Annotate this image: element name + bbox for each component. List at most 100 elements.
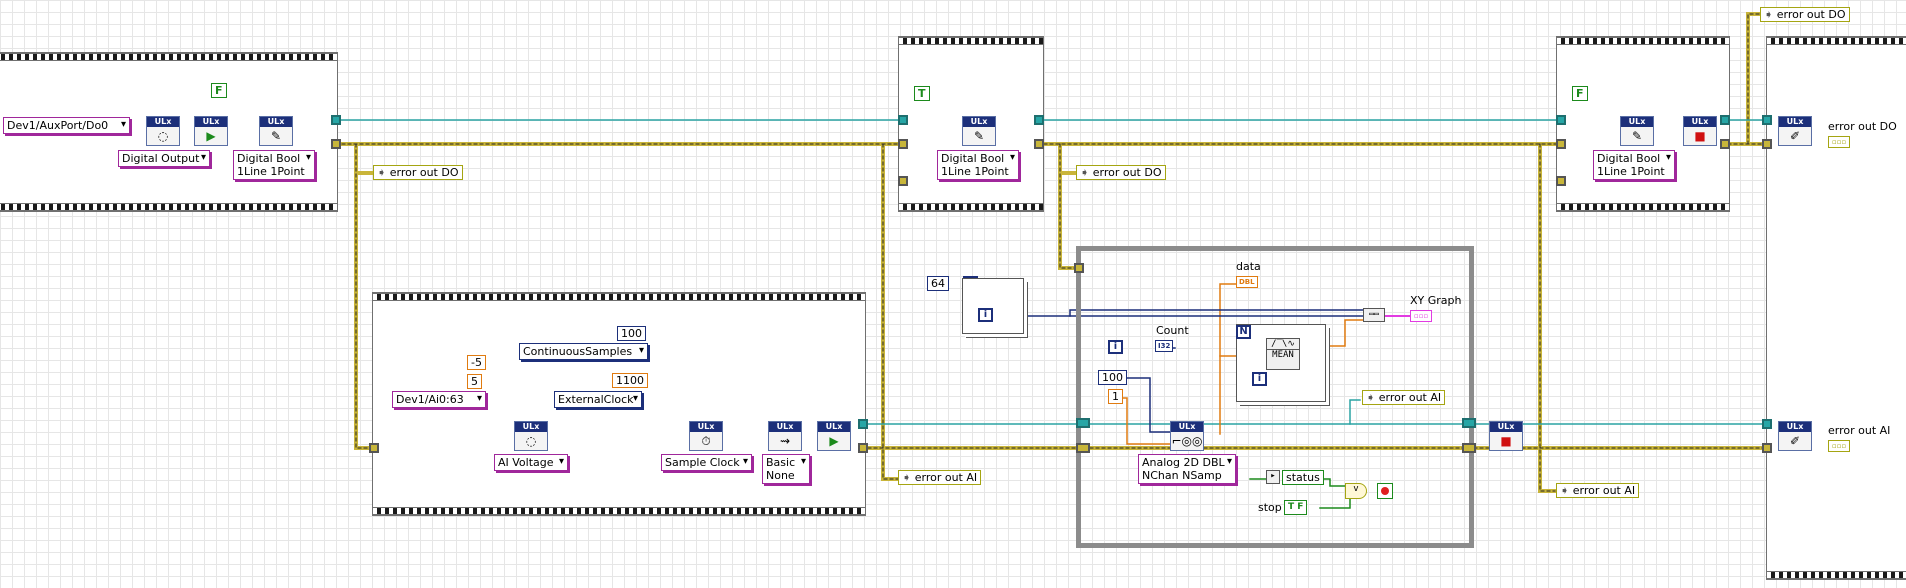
daqmx-write-node-1[interactable]: ULx✎ [259,116,293,146]
frame4-error-tunnel-top [1762,139,1772,149]
while-loop-task-shift-left [1076,418,1090,428]
frame-film-top [1557,37,1729,45]
frame-film-bottom [373,507,865,515]
frame-film-bottom [1557,203,1729,211]
frame-film-bottom [0,203,337,211]
eraser-icon: ✐ [1789,129,1801,143]
error-out-ai-terminal: ▫▫▫ [1828,440,1851,452]
ai-frame-task-tunnel [858,419,868,429]
frame1-false-constant[interactable]: F [211,83,227,98]
daqmx-clear-ai-node[interactable]: ULx✐ [1778,421,1812,451]
daqmx-write-node-2[interactable]: ULx✎ [962,116,996,146]
ai-frame-error-tunnel-left [369,443,379,453]
frame3-error-tunnel-left [1556,139,1566,149]
play-icon: ▶ [206,129,216,143]
error-out-ai-indicator-1: ➧ error out AI [898,470,982,485]
error-out-do-terminal: ▫▫▫ [1828,136,1851,148]
daqmx-read-node[interactable]: ULx⌐◎◎ [1170,421,1204,451]
play-icon: ▶ [829,434,839,448]
ai-channel-constant[interactable]: Dev1/Ai0:63 [392,391,486,408]
min-value-constant[interactable]: -5 [467,355,486,370]
frame3-error-tunnel-right [1720,139,1730,149]
daqmx-trigger-node[interactable]: ULx⇝ [768,421,802,451]
daqmx-stop-do-node[interactable]: ULx■ [1683,116,1717,146]
daqmx-start-ai-node[interactable]: ULx▶ [817,421,851,451]
rate-constant[interactable]: 1100 [612,373,648,388]
frame3-error-tunnel-bottom [1556,176,1566,186]
while-loop-error-tunnel-left [1074,263,1084,273]
write-mode-selector-3[interactable]: Digital Bool 1Line 1Point [1593,150,1675,180]
daqmx-write-node-3[interactable]: ULx✎ [1620,116,1654,146]
error-out-do-indicator-2: ➧ error out DO [1076,165,1166,180]
read-mode-selector[interactable]: Analog 2D DBL NChan NSamp [1138,454,1236,484]
trigger-icon: ⇝ [779,434,791,448]
loop-condition-terminal[interactable] [1377,483,1393,499]
clock-source-selector[interactable]: ExternalClock [554,391,642,408]
error-out-do-indicator-1: ➧ error out DO [373,165,463,180]
error-out-ai-indicator-2: ➧ error out AI [1362,390,1446,405]
xy-graph-label: XY Graph [1410,294,1462,307]
samples-per-channel-constant[interactable]: 100 [617,326,646,341]
pencil-icon: ✎ [973,129,985,143]
frame2-true-constant[interactable]: T [914,86,930,101]
max-value-constant[interactable]: 5 [467,374,482,389]
task-type-selector-do[interactable]: Digital Output [118,150,210,167]
build-xy-cluster-node: ▭▭ [1363,308,1385,322]
write-mode-line1: Digital Bool [1597,152,1661,165]
read-channels-constant[interactable]: 1 [1108,389,1123,404]
unbundle-status-node: ▸ [1266,470,1280,484]
loop-count-constant[interactable]: 64 [927,276,949,291]
frame3-task-tunnel-left [1556,115,1566,125]
sample-mode-selector[interactable]: ContinuousSamples [519,343,648,360]
error-out-ai-indicator-3: ➧ error out AI [1556,483,1640,498]
stop-button-terminal[interactable]: T F [1284,500,1308,515]
frame-film-top [373,293,865,301]
while-loop-iteration-terminal: i [1108,340,1123,354]
stop-square-icon: ■ [1500,434,1512,448]
read-samples-constant[interactable]: 100 [1098,370,1127,385]
xy-graph-indicator: ▫▫▫ [1410,310,1433,322]
while-loop-error-shift-right [1462,443,1476,453]
daqmx-stop-ai-node[interactable]: ULx■ [1489,421,1523,451]
read-mode-line2: NChan NSamp [1142,469,1222,482]
frame3-task-tunnel-right [1720,115,1730,125]
data-indicator: DBL [1236,276,1258,288]
frame2-error-tunnel-bottom [898,176,908,186]
frame4-task-tunnel-bottom [1762,419,1772,429]
read-mode-line1: Analog 2D DBL [1142,456,1225,469]
frame3-false-constant[interactable]: F [1572,86,1588,101]
write-mode-line2: 1Line 1Point [237,165,305,178]
daqmx-timing-node[interactable]: ULx⏱ [689,421,723,451]
trigger-line1: Basic [766,456,796,469]
frame-film-bottom [899,203,1043,211]
for-loop-index-terminal: i [978,308,993,322]
or-function-node: v [1345,483,1367,499]
while-loop-structure [1076,246,1474,548]
frame-film-top [899,37,1043,45]
mean-label: MEAN [1272,350,1294,360]
frame4-task-tunnel-top [1762,115,1772,125]
eraser-icon: ✐ [1789,434,1801,448]
trigger-line2: None [766,469,795,482]
stop-icon [1381,487,1389,495]
mean-vi-node[interactable]: ∕‾\∿ MEAN [1266,338,1300,370]
frame2-error-tunnel-left [898,139,908,149]
daqmx-start-node[interactable]: ULx▶ [194,116,228,146]
daqmx-clear-do-node[interactable]: ULx✐ [1778,116,1812,146]
for-loop-structure [962,278,1024,334]
frame2-task-tunnel-left [898,115,908,125]
daqmx-create-channel-node[interactable]: ULx◌ [146,116,180,146]
count-indicator-label: Count [1156,324,1189,337]
trigger-type-selector[interactable]: Basic None [762,454,810,484]
write-mode-line2: 1Line 1Point [1597,165,1665,178]
while-loop-task-shift-right [1462,418,1476,428]
task-type-selector-ai[interactable]: AI Voltage [494,454,568,471]
write-mode-selector-1[interactable]: Digital Bool 1Line 1Point [233,150,315,180]
create-channel-icon: ◌ [525,434,537,448]
do-channel-constant[interactable]: Dev1/AuxPort/Do0 [3,117,130,134]
timing-type-selector[interactable]: Sample Clock [661,454,752,471]
error-out-do-label: error out DO [1828,120,1897,133]
write-mode-selector-2[interactable]: Digital Bool 1Line 1Point [937,150,1019,180]
daqmx-create-ai-channel-node[interactable]: ULx◌ [514,421,548,451]
frame2-task-tunnel-right [1034,115,1044,125]
